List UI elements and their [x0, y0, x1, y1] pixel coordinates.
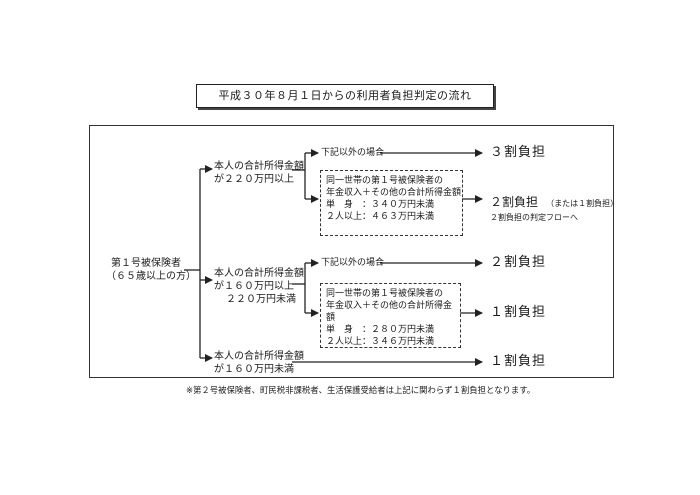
branch1-box-line1: 同一世帯の第１号被保険者の — [326, 176, 444, 186]
branch1-box-line4: ２人以上：４６３万円未満 — [326, 212, 435, 222]
branch1-condition-line2: が２２０万円以上 — [214, 174, 294, 185]
branch2-condition-line1: 本人の合計所得金額 — [214, 268, 304, 279]
root-line1: 第１号被保険者 — [111, 258, 181, 269]
branch1-condition: 本人の合計所得金額 が２２０万円以上 — [214, 160, 304, 186]
branch2-box-line1: 同一世帯の第１号被保険者の — [326, 289, 444, 299]
branch1-result-box-sub: ２割負担の判定フローへ — [490, 213, 578, 222]
branch1-result-box: ２割負担 — [490, 195, 539, 209]
branch3-condition-line1: 本人の合計所得金額 — [214, 351, 304, 362]
branch1-condition-line1: 本人の合計所得金額 — [214, 161, 304, 172]
diagram-title: 平成３０年８月１日からの利用者負担判定の流れ — [196, 84, 494, 108]
root-line2: （６５歳以上の方） — [106, 271, 196, 282]
branch1-criteria-box: 同一世帯の第１号被保険者の 年金収入＋その他の合計所得金額 単 身 ：３４０万円… — [320, 170, 463, 236]
branch2-condition-line2: が１６０万円以上 — [214, 281, 294, 292]
branch2-condition: 本人の合計所得金額 が１６０万円以上 ２２０万円未満 — [214, 267, 304, 306]
branch3-condition: 本人の合計所得金額 が１６０万円未満 — [214, 350, 304, 376]
branch1-box-line3: 単 身 ：３４０万円未満 — [326, 200, 435, 210]
branch2-result-other: ２割負担 — [490, 255, 547, 270]
branch2-condition-line3: ２２０万円未満 — [226, 294, 296, 305]
branch3-condition-line2: が１６０万円未満 — [214, 364, 294, 375]
branch3-result: １割負担 — [490, 354, 547, 369]
branch1-result-other: ３割負担 — [490, 145, 547, 160]
footnote: ※第２号被保険者、町民税非課税者、生活保護受給者は上記に関わらず１割負担となりま… — [186, 385, 536, 395]
root-node: 第１号被保険者 （６５歳以上の方） — [106, 257, 196, 283]
branch2-box-line4: ２人以上：３４６万円未満 — [326, 337, 435, 347]
branch2-box-line2: 年金収入＋その他の合計所得金額 — [326, 301, 453, 323]
branch2-criteria-box: 同一世帯の第１号被保険者の 年金収入＋その他の合計所得金額 単 身 ：２８０万円… — [320, 283, 461, 348]
branch1-other-case: 下記以外の場合 — [321, 148, 385, 158]
branch1-result-box-note: （または１割負担） — [546, 199, 619, 208]
flow-container — [89, 125, 614, 378]
branch1-result-box-group: ２割負担 （または１割負担） — [490, 191, 618, 210]
branch2-result-box: １割負担 — [490, 305, 547, 320]
branch1-box-line2: 年金収入＋その他の合計所得金額 — [326, 188, 462, 198]
branch2-other-case: 下記以外の場合 — [321, 258, 385, 268]
branch2-box-line3: 単 身 ：２８０万円未満 — [326, 325, 435, 335]
